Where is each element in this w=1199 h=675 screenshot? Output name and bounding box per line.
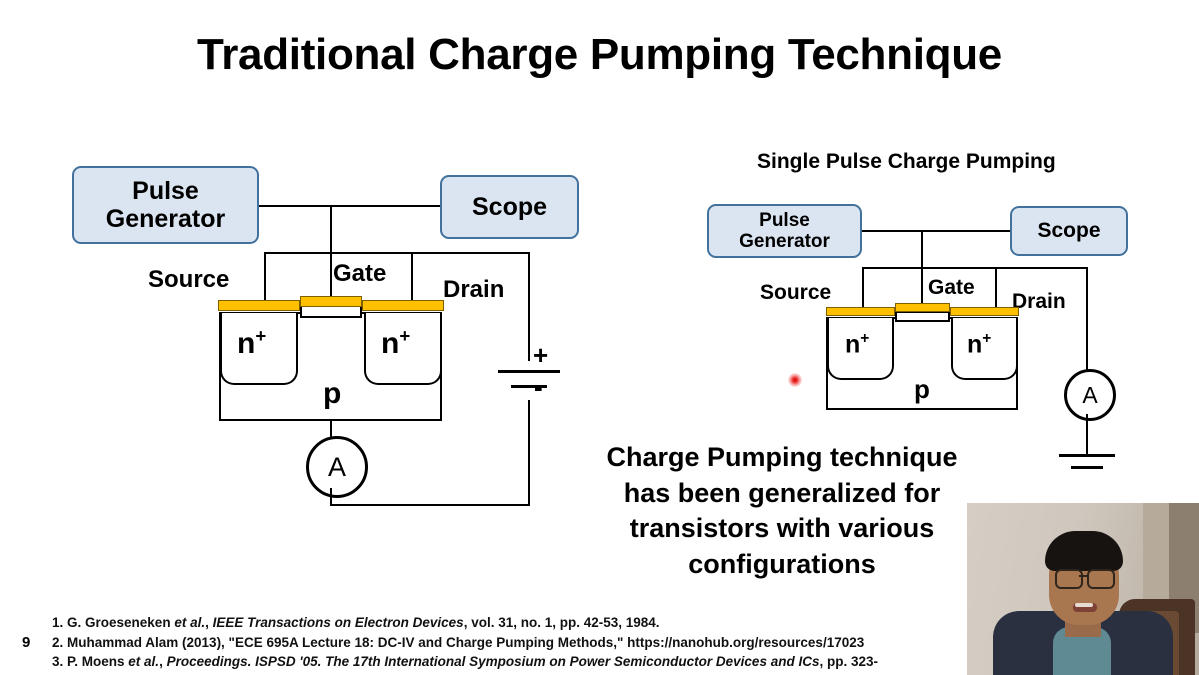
nplus-source-label-left: n+ [237,325,267,360]
drain-label-left: Drain [443,276,505,303]
reference-item: 1. G. Groeseneken et al., IEEE Transacti… [52,613,1052,633]
ground-bar-1-right [1059,454,1115,457]
reference-index: 3. [52,654,64,670]
reference-tail: , pp. 323- [819,654,878,670]
reference-sep: , [205,615,213,630]
substrate-label-left: p [323,377,342,410]
wire-gate-bus-right-left [330,252,529,254]
drain-contact-left [362,300,444,311]
ammeter-right: A [1064,369,1116,421]
video-presenter-mouth [1073,603,1097,612]
right-diagram-heading: Single Pulse Charge Pumping [757,150,1056,173]
statement-line-2: has been generalized for [623,477,941,508]
reference-index: 2. [52,634,64,650]
pulse-generator-box-left[interactable]: Pulse Generator [72,166,259,244]
reference-item: 3. P. Moens et al., Proceedings. ISPSD '… [52,652,1052,672]
ground-bar-2-right [1071,466,1103,469]
wire-source-lead-right [862,267,864,312]
slide-number: 9 [22,634,31,651]
gate-contact-right [895,303,950,312]
scope-label-left: Scope [471,193,548,221]
reference-etal: et al. [128,654,160,670]
wire-gate-bus-left [264,252,330,254]
pulse-generator-label-line2: Generator [105,205,226,233]
video-presenter-glasses-bridge [1079,575,1087,577]
wire-source-lead-left [264,252,266,305]
reference-index: 1. [52,615,64,630]
battery-plate-positive-left [498,370,560,373]
source-label-right: Source [760,281,832,304]
pulse-generator-label-right-line1: Pulse [759,209,810,231]
presenter-video-overlay[interactable] [967,503,1199,675]
reference-tail: , vol. 31, no. 1, pp. 42-53, 1984. [463,615,660,630]
nplus-drain-label-right: n+ [967,330,992,359]
reference-authors: G. Groeseneken [63,615,175,630]
scope-box-right[interactable]: Scope [1010,206,1128,256]
source-contact-left [218,300,300,311]
nplus-source-region-left [220,313,298,385]
scope-label-right: Scope [1037,219,1101,243]
pulse-generator-label-line1: Pulse [132,177,199,205]
source-label-left: Source [148,266,230,293]
laser-pointer-dot [788,373,802,387]
wire-gate-drop-left [330,205,332,305]
battery-plus-label-left: + [533,340,549,370]
statement-line-1: Charge Pumping technique [606,442,958,472]
video-presenter-glasses-left [1055,569,1083,589]
source-contact-right [826,307,895,316]
gate-contact-left [300,296,362,307]
wire-gate-drop-right [921,230,923,315]
wire-right-rail-right [1086,267,1088,371]
wire-battery-bottom-left [528,400,530,506]
wire-pg-to-scope-left [259,205,440,207]
reference-journal: Proceedings. ISPSD '05. The 17th Interna… [166,654,820,670]
statement-line-4: configurations [688,548,876,579]
reference-authors: Muhammad Alam (2013), "ECE 695A Lecture … [63,634,865,650]
drain-label-right: Drain [1012,290,1066,313]
reference-etal: et al. [174,615,206,630]
wire-right-rail-left [528,252,530,361]
battery-minus-label-left: - [534,372,543,402]
reference-journal: IEEE Transactions on Electron Devices [212,615,464,630]
nplus-source-region-right [827,318,894,380]
wire-ammeter-out-left [330,488,332,506]
nplus-drain-region-left [364,313,442,385]
gate-label-left: Gate [333,260,387,287]
reference-item: 2. Muhammad Alam (2013), "ECE 695A Lectu… [52,633,1052,653]
summary-statement: Charge Pumping technique has been genera… [576,440,988,583]
gate-oxide-right [895,311,950,322]
video-presenter-teeth [1075,603,1093,607]
wire-drain-lead-left [411,252,413,305]
battery-plate-negative-left [511,385,547,388]
wire-pg-to-scope-right [862,230,1010,232]
ammeter-left: A [306,436,368,498]
video-presenter-glasses-right [1087,569,1115,589]
wire-ammeter-to-ground-right [1086,414,1088,455]
wire-bulk-lead-left [330,421,332,440]
wire-drain-lead-right [995,267,997,312]
references-list: 1. G. Groeseneken et al., IEEE Transacti… [52,613,1052,672]
video-presenter-hair [1045,531,1123,571]
substrate-label-right: p [914,374,930,404]
nplus-drain-region-right [951,318,1018,380]
wire-gate-bus-left-right [862,267,921,269]
page-title: Traditional Charge Pumping Technique [197,30,1002,79]
scope-box-left[interactable]: Scope [440,175,579,239]
pulse-generator-box-right[interactable]: Pulse Generator [707,204,862,258]
nplus-drain-label-left: n+ [381,325,411,360]
wire-gate-bus-right-right [921,267,1086,269]
pulse-generator-label-right-line2: Generator [739,231,830,252]
gate-label-right: Gate [928,276,975,299]
wire-bottom-return-left [330,504,529,506]
reference-sep: , [159,654,167,670]
statement-line-3: transistors with various [629,513,935,544]
reference-authors: P. Moens [63,654,129,670]
drain-contact-right [950,307,1019,316]
nplus-source-label-right: n+ [845,330,870,359]
